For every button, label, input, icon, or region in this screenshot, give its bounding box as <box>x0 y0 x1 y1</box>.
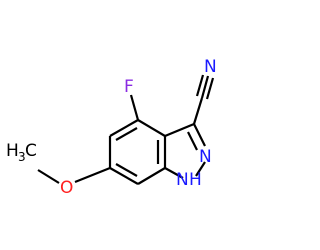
atom-n-nitrile: N <box>204 57 217 77</box>
structure-canvas: F N N N H O H 3 C <box>6 57 217 198</box>
bond-c3-cn <box>192 97 204 125</box>
bond-o-ch3 <box>37 169 60 184</box>
atom-n2: N <box>199 147 212 167</box>
bond-cn-triple-2 <box>195 74 205 97</box>
bond-cn-triple-3 <box>205 77 215 100</box>
bond-n1-c7a <box>164 167 184 179</box>
atom-o: O <box>60 178 73 198</box>
bond-cn-triple-1 <box>200 75 210 99</box>
bond-c4-c3a <box>137 119 166 137</box>
atom-methyl-subscript: 3 <box>18 150 26 164</box>
bond-c5-c4 <box>109 119 139 137</box>
bond-c3-n2 <box>193 123 206 147</box>
bond-c3-n2-inner <box>187 131 198 151</box>
bond-c4-f <box>129 94 140 121</box>
atom-methyl-h: H <box>6 141 19 161</box>
atom-n1: N <box>176 170 189 190</box>
bond-c7a-c7 <box>137 167 166 185</box>
bond-n2-n1 <box>195 161 206 177</box>
atom-h-n1: H <box>189 170 202 190</box>
bond-c5-c4-inner <box>115 127 138 141</box>
atom-methyl-c: C <box>25 141 37 161</box>
bond-c6-o <box>74 166 111 184</box>
molecule-diagram: F N N N H O H 3 C <box>6 57 217 198</box>
bond-c7-c6 <box>109 167 139 185</box>
bond-c3a-c3 <box>164 122 195 138</box>
atom-f: F <box>124 77 134 97</box>
bond-c7-c6-inner <box>115 163 138 177</box>
